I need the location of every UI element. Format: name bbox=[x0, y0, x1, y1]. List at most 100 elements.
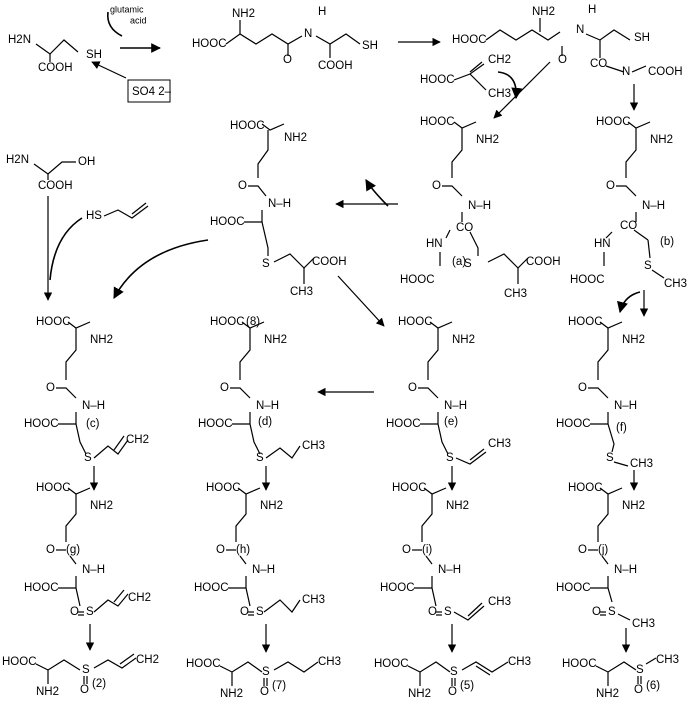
atom-label: N bbox=[576, 24, 584, 36]
atom-label: O bbox=[240, 606, 249, 618]
atom-label: HOOC bbox=[452, 34, 487, 46]
sulfate-step: SO4 2– bbox=[91, 61, 172, 103]
compound-number-5: (5) bbox=[460, 680, 474, 692]
atom-label: HOOC bbox=[596, 116, 631, 128]
atom-label: HOOC bbox=[380, 582, 415, 594]
atom-label: CH3 bbox=[504, 288, 527, 300]
atom-label: CH3 bbox=[664, 278, 687, 290]
atom-label: SH bbox=[362, 40, 378, 52]
intermediate-tag-a: (a) bbox=[452, 256, 466, 268]
atom-label: CH2 bbox=[126, 434, 149, 446]
atom-label: O bbox=[432, 180, 441, 192]
atom-label: HOOC bbox=[568, 482, 603, 494]
atom-label: CH2 bbox=[128, 592, 151, 604]
intermediate-a: HOOC NH2 O N–H CO HN S (a) COOH CH3 HOOC bbox=[400, 116, 561, 300]
atom-label: O bbox=[220, 382, 229, 394]
atom-label: CH3 bbox=[632, 618, 655, 630]
atom-label: H bbox=[588, 4, 596, 16]
compound-number-6: (6) bbox=[646, 680, 660, 692]
atom-label: HOOC bbox=[186, 658, 221, 670]
atom-label: H2N bbox=[8, 34, 31, 46]
atom-label: COOH bbox=[312, 256, 347, 268]
atom-label: S bbox=[444, 606, 452, 618]
atom-label: O bbox=[606, 180, 615, 192]
atom-label: NH2 bbox=[264, 334, 287, 346]
atom-label: HOOC bbox=[400, 274, 435, 286]
atom-label: N–H bbox=[82, 400, 105, 412]
atom-label: HOOC bbox=[24, 418, 59, 430]
atom-label: N–H bbox=[268, 198, 291, 210]
atom-label: CH3 bbox=[302, 594, 325, 606]
atom-label: CH3 bbox=[488, 596, 511, 608]
glutamic-acid-step: glutamic acid bbox=[106, 4, 161, 53]
atom-label: NH2 bbox=[408, 688, 431, 700]
intermediate-h: HOOC NH2 O (h) N–H HOOC O S CH3 bbox=[194, 482, 325, 618]
atom-label: HN bbox=[594, 238, 611, 250]
atom-label: COOH bbox=[38, 62, 73, 74]
atom-label: HOOC bbox=[374, 658, 409, 670]
atom-label: N bbox=[622, 66, 630, 78]
atom-label: N–H bbox=[614, 564, 637, 576]
atom-label: S bbox=[644, 260, 652, 272]
atom-label: O bbox=[260, 686, 269, 698]
intermediate-c: HOOC NH2 O N–H HOOC (c) S CH2 bbox=[24, 316, 149, 464]
atom-label: CH2 bbox=[136, 654, 159, 666]
atom-label: CO bbox=[590, 58, 607, 70]
atom-label: NH2 bbox=[622, 334, 645, 346]
atom-label: S bbox=[636, 664, 644, 676]
intermediate-tag-f: (f) bbox=[616, 422, 627, 434]
reagent-label: glutamic bbox=[110, 4, 144, 14]
intermediate-tag-b: (b) bbox=[660, 236, 674, 248]
atom-label: N–H bbox=[614, 400, 637, 412]
atom-label: OH bbox=[78, 156, 95, 168]
atom-label: HOOC bbox=[420, 74, 455, 86]
atom-label: HOOC bbox=[206, 482, 241, 494]
gamma-glutamylcysteine: NH2 HOOC O H N SH COOH bbox=[192, 6, 378, 72]
compound-2-alliin: HOOC NH2 S O (2) CH2 bbox=[2, 653, 159, 698]
atom-label: NH2 bbox=[90, 334, 113, 346]
atom-label: S bbox=[86, 606, 94, 618]
atom-label: N–H bbox=[438, 564, 461, 576]
atom-label: N–H bbox=[642, 200, 665, 212]
atom-label: CH3 bbox=[290, 286, 313, 298]
atom-label: S bbox=[262, 258, 270, 270]
atom-label: HOOC bbox=[386, 418, 421, 430]
atom-label: O bbox=[634, 684, 643, 696]
reagent-label: SO4 2– bbox=[132, 86, 172, 98]
atom-label: CH3 bbox=[302, 440, 325, 452]
atom-label: CH3 bbox=[656, 654, 679, 666]
atom-label: H2N bbox=[6, 154, 29, 166]
atom-label: COOH bbox=[318, 60, 353, 72]
atom-label: CH3 bbox=[318, 656, 341, 668]
atom-label: HOOC bbox=[556, 582, 591, 594]
atom-label: NH2 bbox=[452, 334, 475, 346]
intermediate-d: HOOC (8) NH2 O N–H HOOC (d) S CH3 bbox=[198, 316, 325, 464]
intermediate-j: HOOC NH2 O (j) N–H HOOC O S CH3 bbox=[556, 482, 655, 630]
intermediate-f: HOOC NH2 O N–H HOOC (f) S CH3 bbox=[556, 316, 653, 470]
atom-label: S bbox=[450, 666, 458, 678]
atom-label: S bbox=[608, 606, 616, 618]
atom-label: NH2 bbox=[260, 500, 283, 512]
intermediate-tag-g: (g) bbox=[66, 544, 80, 556]
atom-label: HOOC bbox=[36, 316, 71, 328]
intermediate-tag-j: (j) bbox=[598, 544, 608, 556]
atom-label: S bbox=[84, 452, 92, 464]
atom-label: HOOC bbox=[192, 38, 227, 50]
reagent-label: acid bbox=[130, 15, 147, 25]
intermediate-b: HOOC NH2 O N–H CO HN HOOC (b) S CH3 bbox=[570, 116, 687, 290]
atom-label: NH2 bbox=[232, 8, 255, 20]
atom-label: S bbox=[256, 452, 264, 464]
atom-label: HOOC bbox=[568, 316, 603, 328]
atom-label: CH2 bbox=[488, 54, 511, 66]
atom-label: O bbox=[238, 180, 247, 192]
intermediate-tag-e: (e) bbox=[444, 416, 458, 428]
compound-5-isoalliin: HOOC NH2 S O (5) CH3 bbox=[374, 656, 531, 700]
atom-label: S bbox=[606, 452, 614, 464]
atom-label: NH2 bbox=[220, 688, 243, 700]
atom-label: O bbox=[402, 544, 411, 556]
atom-label: CO bbox=[456, 222, 473, 234]
atom-label: NH2 bbox=[596, 688, 619, 700]
atom-label: O bbox=[216, 544, 225, 556]
atom-label: CO bbox=[620, 220, 637, 232]
